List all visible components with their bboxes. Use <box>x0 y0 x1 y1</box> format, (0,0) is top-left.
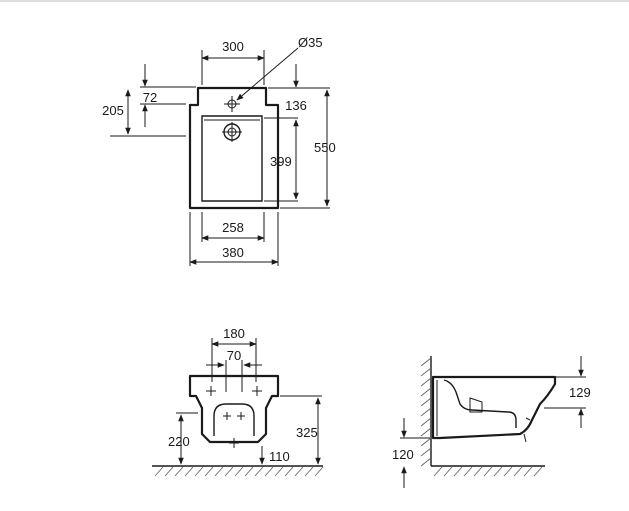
dim-136: 136 <box>285 98 307 113</box>
dim-258: 258 <box>222 220 244 235</box>
dim-110: 110 <box>269 449 290 464</box>
dim-hole-diameter: Ø35 <box>298 35 323 50</box>
top-view-bowl <box>201 115 263 202</box>
dim-300: 300 <box>222 39 244 54</box>
fixing-holes <box>206 386 262 448</box>
dim-205: 205 <box>102 103 124 118</box>
side-floor-hatch <box>433 466 543 477</box>
dim-380: 380 <box>222 245 244 260</box>
side-view-outline <box>431 375 557 440</box>
front-view: 180 70 220 325 110 <box>152 326 324 477</box>
dim-180: 180 <box>223 326 245 341</box>
front-floor-hatch <box>154 466 324 477</box>
dim-129: 129 <box>569 385 591 400</box>
dim-399: 399 <box>270 154 292 169</box>
side-wall-hatch <box>420 357 432 467</box>
side-view: 129 120 <box>392 356 591 488</box>
dim-72: 72 <box>143 90 157 105</box>
top-view-outline <box>188 86 280 210</box>
dim-70: 70 <box>227 348 241 363</box>
dim-220: 220 <box>168 434 190 449</box>
dim-550: 550 <box>314 140 336 155</box>
front-view-outline <box>188 374 280 444</box>
dim-120: 120 <box>392 447 414 462</box>
dim-325: 325 <box>296 425 318 440</box>
top-view: 300 Ø35 72 205 136 399 550 258 380 <box>102 35 336 266</box>
